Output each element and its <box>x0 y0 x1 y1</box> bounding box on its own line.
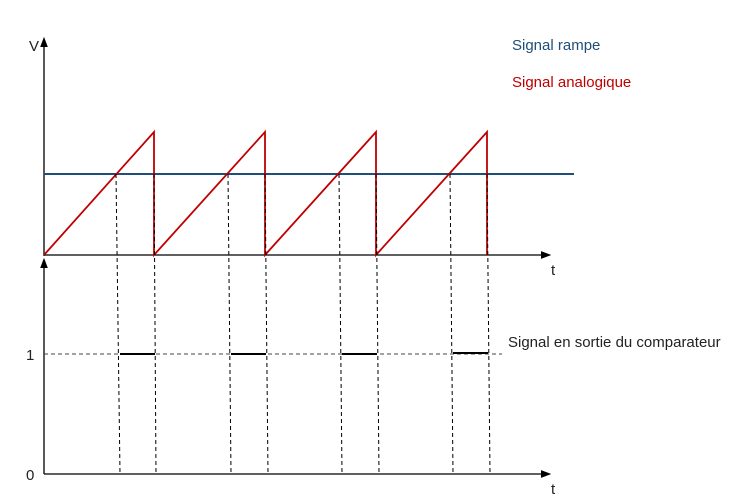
top-y-axis-label: V <box>29 38 39 55</box>
top-x-axis-label: t <box>551 262 556 279</box>
tick-label-0: 0 <box>26 467 34 484</box>
projection-lines <box>115 173 491 475</box>
tick-label-1: 1 <box>26 347 34 364</box>
legend-comparator-output: Signal en sortie du comparateur <box>508 334 721 351</box>
legend-analog: Signal analogique <box>512 74 631 91</box>
legend-ramp: Signal rampe <box>512 37 600 54</box>
ramp-signal-line <box>43 129 488 258</box>
bottom-x-axis-label: t <box>551 481 556 495</box>
comparator-output-pulses <box>120 352 488 355</box>
